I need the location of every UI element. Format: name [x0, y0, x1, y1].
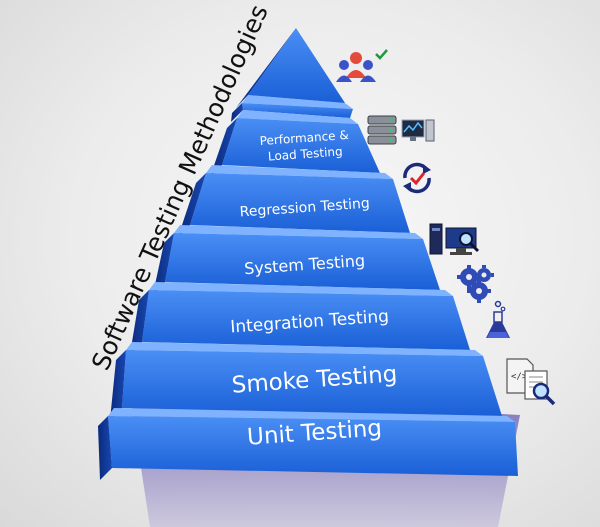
tier-side-uat [231, 103, 243, 122]
tier-side-performance [210, 118, 237, 177]
flask-icon [484, 300, 512, 347]
tier-face-regression [190, 173, 410, 233]
tier-face-uat [242, 103, 353, 118]
tier-side-smoke [110, 350, 126, 420]
pyramid-apex [248, 28, 345, 103]
tier-step-uat [242, 95, 353, 109]
tier-side-system [153, 233, 174, 294]
code-document-search-icon: </> [505, 357, 557, 412]
tier-step-smoke [126, 342, 483, 356]
refresh-check-icon [399, 160, 435, 201]
server-monitor-icon [366, 114, 436, 153]
tier-label-line: Performance & [259, 128, 349, 148]
tier-side-integration [130, 290, 149, 354]
pyramid-apex-side [236, 28, 296, 108]
tier-step-regression [206, 165, 393, 179]
svg-text:</>: </> [511, 372, 528, 382]
computer-search-icon [428, 222, 484, 263]
tier-face-unit [108, 416, 518, 476]
tier-face-smoke [122, 350, 502, 416]
tier-label-line: Load Testing [267, 144, 343, 163]
gears-icon [455, 262, 497, 309]
tier-step-unit [108, 408, 515, 422]
tier-face-integration [142, 290, 470, 350]
tier-label-performance: Performance &Load Testing [259, 128, 350, 164]
tier-step-integration [149, 282, 453, 296]
tier-face-performance [222, 118, 380, 173]
tier-side-unit [98, 416, 112, 480]
users-check-icon [334, 48, 390, 91]
tier-face-system [165, 233, 440, 290]
tier-side-regression [178, 173, 206, 237]
tier-step-performance [237, 110, 358, 124]
tier-step-system [174, 225, 423, 239]
